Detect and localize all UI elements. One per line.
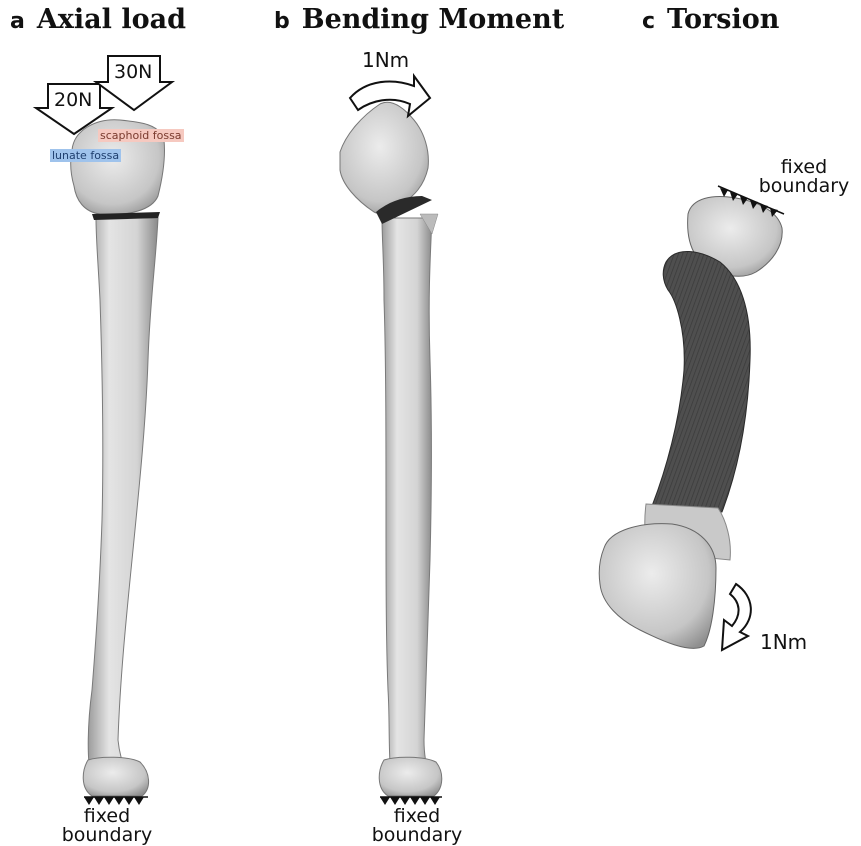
boundary-marker-a — [84, 797, 148, 805]
lunate-fossa-label: lunate fossa — [50, 149, 121, 162]
fixed-boundary-label-b: fixed boundary — [362, 807, 472, 845]
moment-label-c: 1Nm — [760, 630, 807, 654]
boundary-marker-b — [380, 797, 442, 805]
fixed-boundary-c-line2: boundary — [752, 177, 856, 196]
bone-c — [599, 197, 782, 649]
fixed-boundary-label-c: fixed boundary — [752, 158, 856, 196]
fixed-boundary-b-line2: boundary — [362, 826, 472, 845]
bone-b — [340, 102, 442, 796]
moment-arrow-c — [722, 584, 751, 650]
scaphoid-fossa-label: scaphoid fossa — [98, 129, 184, 142]
fixed-boundary-label-a: fixed boundary — [52, 807, 162, 845]
fixed-boundary-a-line2: boundary — [52, 826, 162, 845]
force-label-20n: 20N — [54, 89, 92, 111]
bone-a — [71, 120, 165, 796]
force-label-30n: 30N — [114, 61, 152, 83]
moment-label-b: 1Nm — [362, 48, 409, 72]
